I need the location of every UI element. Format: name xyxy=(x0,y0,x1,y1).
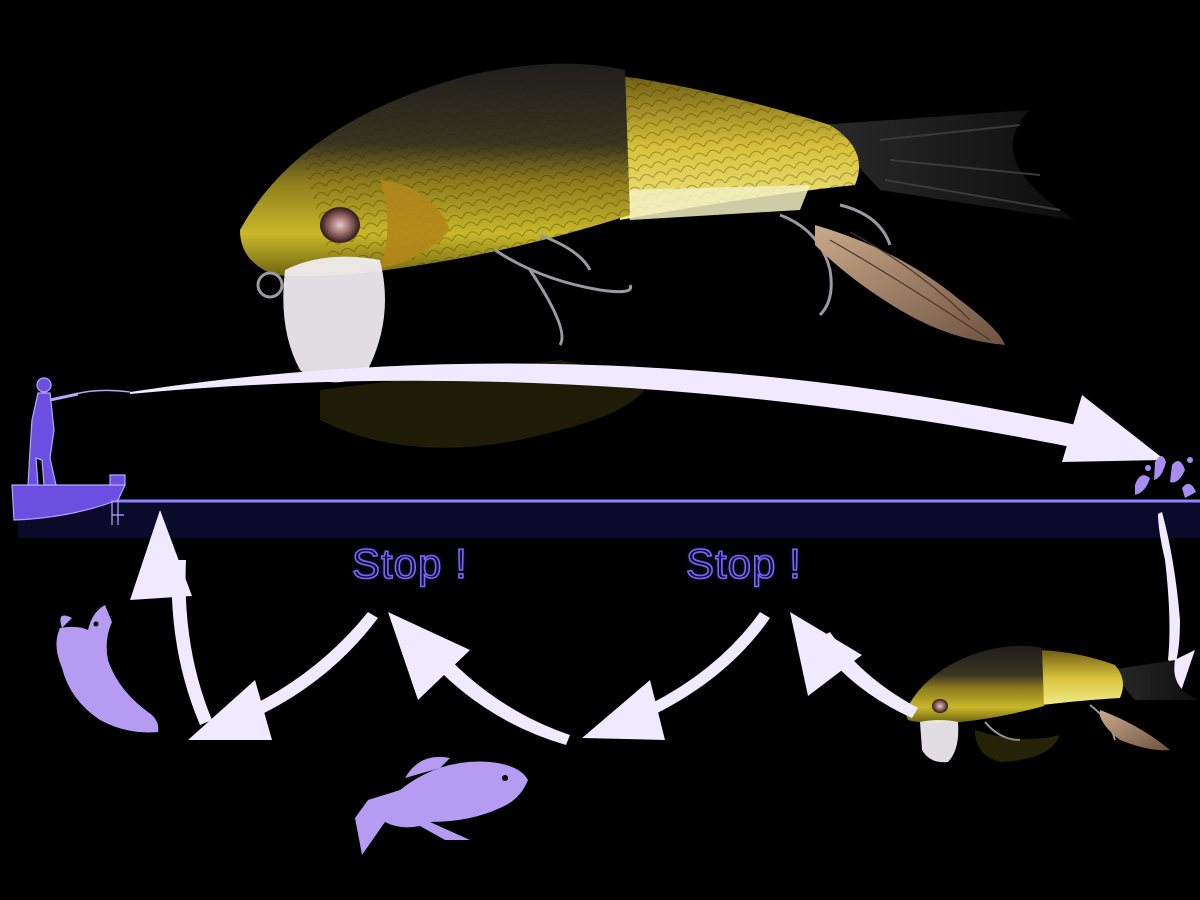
stop-label-2: Stop ! xyxy=(685,539,802,588)
bass-swimming-icon xyxy=(355,756,528,855)
sink-arrow xyxy=(1158,512,1195,700)
retrieve-arrow-2-head xyxy=(582,680,665,740)
cast-arrow xyxy=(130,363,1165,462)
splash-icon xyxy=(1135,456,1196,498)
retrieve-arrow-5-head xyxy=(130,510,192,600)
angler-on-boat-icon xyxy=(11,377,131,525)
retrieve-arrow-5 xyxy=(171,560,212,725)
retrieve-arrows xyxy=(130,510,918,745)
retrieve-arrow-1-head xyxy=(790,612,862,696)
retrieve-arrow-4-head xyxy=(188,680,272,740)
retrieve-arrow-3-head xyxy=(388,612,470,700)
jointed-lure-small xyxy=(905,645,1200,763)
bass-jumping-icon xyxy=(56,605,159,733)
jointed-lure-large xyxy=(240,63,1075,448)
water-band xyxy=(18,502,1200,538)
stop-label-1: Stop ! xyxy=(351,539,468,588)
